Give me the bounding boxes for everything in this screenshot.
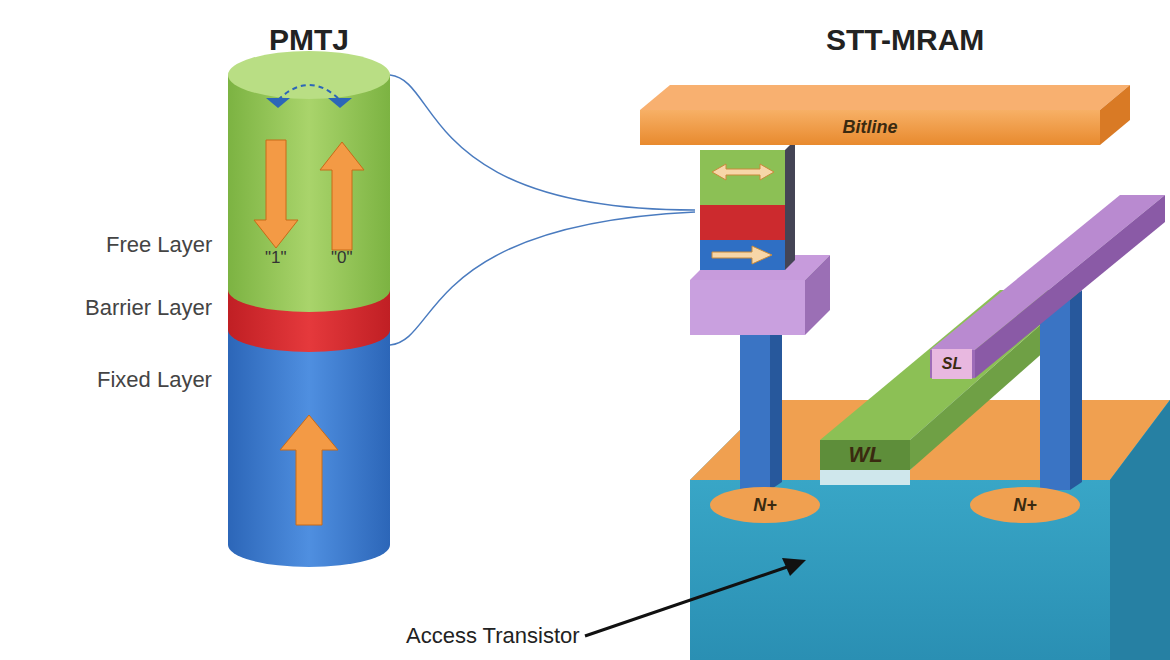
heading: PMTJ	[269, 23, 349, 57]
state-label: "1"	[265, 248, 287, 268]
bitline-bar: Bitline	[836, 114, 904, 141]
source-line-label: SL	[932, 349, 972, 379]
layer-label: Free Layer	[106, 232, 212, 258]
node-text: N+	[753, 495, 777, 516]
node-text: N+	[1013, 495, 1037, 516]
callout-label: Access Transistor	[406, 623, 580, 649]
heading: STT-MRAM	[826, 23, 984, 57]
n-plus-region: N+	[970, 487, 1080, 523]
node-text: SL	[942, 355, 962, 373]
state-label: "0"	[331, 248, 353, 268]
layer-label: Barrier Layer	[85, 295, 212, 321]
word-line-bar: WL	[842, 439, 889, 471]
node-text: Bitline	[842, 117, 897, 138]
node-text: WL	[848, 442, 882, 468]
n-plus-region: N+	[710, 487, 820, 523]
layer-label: Fixed Layer	[97, 367, 212, 393]
